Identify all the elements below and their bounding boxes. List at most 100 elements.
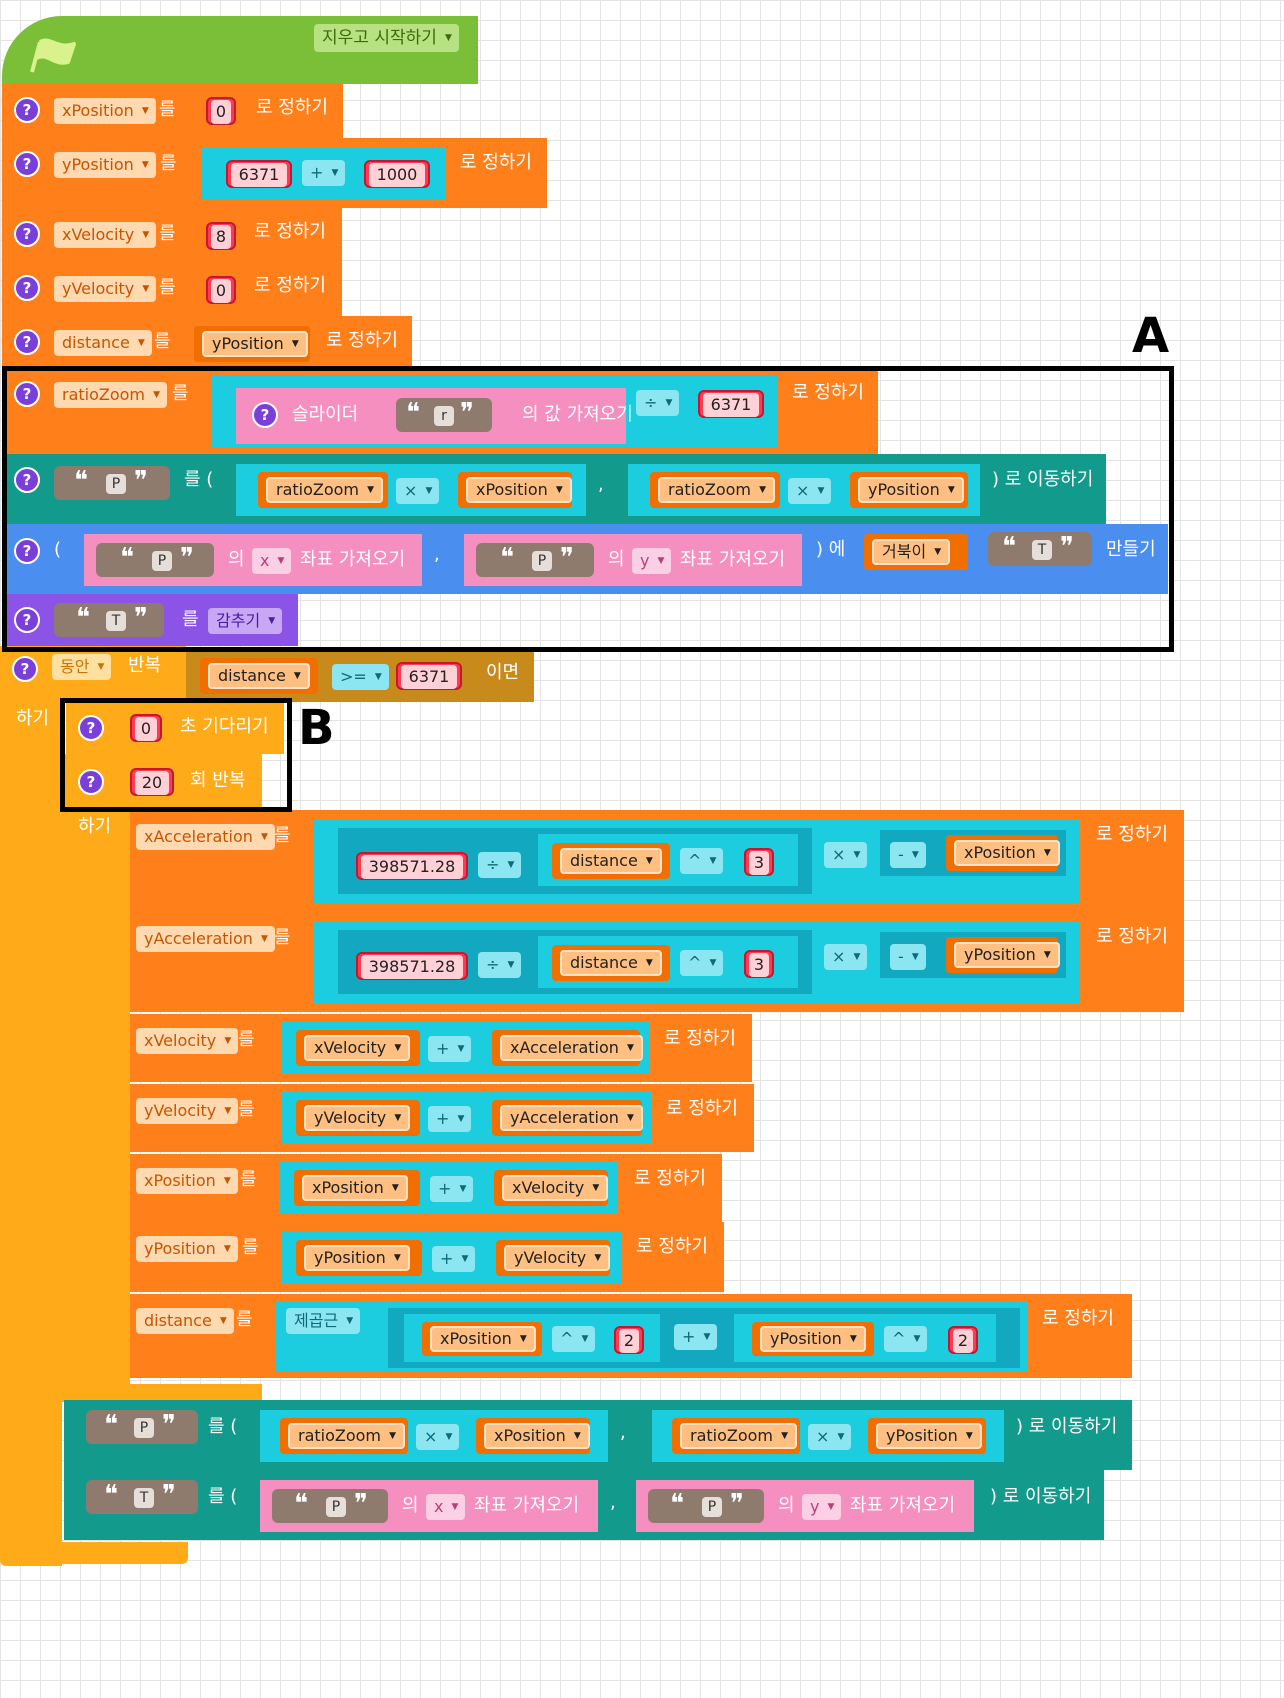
set-xposition-sum-block[interactable]: xPosition 를 xPosition + xVelocity 로 정하기 (130, 1154, 722, 1222)
var-reporter-yposition[interactable]: yPosition (194, 326, 310, 362)
var-dropdown-yacceleration[interactable]: yAcceleration (500, 1105, 643, 1131)
object-type-block[interactable]: 거북이 (864, 534, 968, 570)
var-dropdown-xposition[interactable]: xPosition (136, 1168, 238, 1194)
negate-block[interactable]: - yPosition (880, 932, 1066, 978)
string-literal-p[interactable]: ❝ P ❞ (476, 543, 594, 577)
get-x-coordinate-block[interactable]: ❝ P ❞ 의 x 좌표 가져오기 (84, 534, 422, 586)
set-yacceleration-block[interactable]: yAcceleration 를 398571.28 ÷ distance ^ 3… (130, 912, 1184, 1012)
help-icon[interactable]: ? (14, 607, 40, 633)
math-divide-block[interactable]: 398571.28 ÷ distance ^ 3 (338, 930, 812, 994)
math-add-block[interactable]: yPosition + yVelocity (282, 1232, 622, 1284)
set-yvelocity-sum-block[interactable]: yVelocity 를 yVelocity + yAcceleration 로 … (130, 1084, 754, 1152)
coordinate-dropdown[interactable]: y (632, 548, 672, 574)
operator-dropdown[interactable]: × (808, 1424, 852, 1450)
var-dropdown-xacceleration[interactable]: xAcceleration (136, 824, 275, 850)
math-divide-block[interactable]: ? 슬라이더 ❝ r ❞ 의 값 가져오기 ÷ 6371 (212, 376, 778, 448)
math-power-block[interactable]: xPosition ^ 2 (404, 1314, 660, 1362)
var-reporter-yposition[interactable]: yPosition (868, 1418, 986, 1454)
var-reporter-xposition[interactable]: xPosition (294, 1170, 420, 1206)
number-input[interactable]: 1000 (364, 160, 430, 188)
loop-mode-dropdown[interactable]: 동안 (52, 654, 112, 680)
operator-dropdown[interactable]: + (428, 1036, 472, 1062)
var-reporter-ratiozoom[interactable]: ratioZoom (672, 1418, 800, 1454)
get-y-coordinate-block[interactable]: ❝ P ❞ 의 y 좌표 가져오기 (636, 1480, 974, 1532)
help-icon[interactable]: ? (14, 221, 40, 247)
var-dropdown-yvelocity[interactable]: yVelocity (54, 276, 157, 302)
help-icon[interactable]: ? (14, 151, 40, 177)
number-input[interactable]: 6371 (226, 160, 292, 188)
string-value[interactable]: T (1032, 540, 1052, 560)
var-reporter-yvelocity[interactable]: yVelocity (496, 1240, 611, 1276)
var-reporter-yposition[interactable]: yPosition (752, 1322, 874, 1356)
string-literal-r[interactable]: ❝ r ❞ (396, 398, 492, 432)
string-literal-p[interactable]: ❝ P ❞ (272, 1489, 388, 1523)
var-dropdown-yposition[interactable]: yPosition (954, 942, 1060, 968)
var-dropdown-yvelocity[interactable]: yVelocity (304, 1105, 411, 1131)
coordinate-dropdown[interactable]: x (426, 1494, 466, 1520)
string-value[interactable]: T (134, 1488, 154, 1508)
var-dropdown-yposition[interactable]: yPosition (54, 152, 156, 178)
var-dropdown-xvelocity[interactable]: xVelocity (54, 222, 157, 248)
set-xacceleration-block[interactable]: xAcceleration 를 398571.28 ÷ distance ^ 3… (130, 810, 1184, 912)
number-input[interactable]: 0 (130, 714, 162, 742)
sign-dropdown[interactable]: - (890, 842, 926, 868)
number-input[interactable]: 3 (744, 848, 774, 876)
set-yvelocity-block[interactable]: ? yVelocity 를 0 로 정하기 (2, 262, 342, 316)
var-dropdown-yvelocity[interactable]: yVelocity (504, 1245, 611, 1271)
help-icon[interactable]: ? (14, 275, 40, 301)
help-icon[interactable]: ? (78, 769, 104, 795)
set-xvelocity-block[interactable]: ? xVelocity 를 8 로 정하기 (2, 208, 342, 262)
math-multiply-block[interactable]: ratioZoom × xPosition (236, 464, 586, 516)
var-dropdown-xposition[interactable]: xPosition (484, 1423, 590, 1449)
operator-dropdown[interactable]: × (788, 478, 832, 504)
operator-dropdown[interactable]: + (430, 1176, 474, 1202)
move-point-block-bottom[interactable]: ❝ P ❞ 를 ( ratioZoom × xPosition , ratioZ… (64, 1400, 1132, 1470)
var-dropdown-distance[interactable]: distance (560, 950, 662, 976)
help-icon[interactable]: ? (14, 538, 40, 564)
operator-dropdown[interactable]: + (432, 1246, 476, 1272)
help-icon[interactable]: ? (78, 715, 104, 741)
help-icon[interactable]: ? (14, 97, 40, 123)
slider-value-block[interactable]: ? 슬라이더 ❝ r ❞ 의 값 가져오기 (236, 388, 633, 444)
math-add-block[interactable]: 6371 + 1000 (202, 148, 446, 200)
start-hat-block[interactable]: 지우고 시작하기 (2, 16, 478, 84)
string-value[interactable]: T (106, 611, 126, 631)
while-loop-left-arm[interactable] (0, 646, 62, 1566)
string-value[interactable]: P (702, 1497, 722, 1517)
var-dropdown-xposition[interactable]: xPosition (954, 840, 1060, 866)
help-icon[interactable]: ? (14, 329, 40, 355)
var-dropdown-xacceleration[interactable]: xAcceleration (500, 1035, 643, 1061)
var-reporter-yacceleration[interactable]: yAcceleration (492, 1100, 643, 1136)
number-input[interactable]: 8 (206, 222, 236, 250)
math-power-block[interactable]: distance ^ 3 (538, 936, 798, 988)
set-yposition-sum-block[interactable]: yPosition 를 yPosition + yVelocity 로 정하기 (130, 1222, 724, 1292)
operator-dropdown[interactable]: ^ (680, 848, 724, 874)
visibility-dropdown[interactable]: 감추기 (208, 608, 283, 634)
var-dropdown-xvelocity[interactable]: xVelocity (502, 1175, 609, 1201)
math-add-block[interactable]: xVelocity + xAcceleration (282, 1022, 650, 1074)
operator-dropdown[interactable]: ÷ (636, 390, 680, 416)
string-value[interactable]: P (134, 1418, 154, 1438)
math-multiply-block[interactable]: 398571.28 ÷ distance ^ 3 × - yPosition (314, 922, 1080, 1004)
var-reporter-distance[interactable]: distance (200, 658, 318, 694)
coordinate-dropdown[interactable]: y (802, 1494, 842, 1520)
number-input[interactable]: 2 (614, 1326, 644, 1354)
string-literal-t[interactable]: ❝ T ❞ (54, 603, 164, 637)
string-value[interactable]: P (106, 474, 126, 494)
var-dropdown-xvelocity[interactable]: xVelocity (136, 1028, 239, 1054)
var-dropdown-ratiozoom[interactable]: ratioZoom (288, 1423, 406, 1449)
var-reporter-xposition[interactable]: xPosition (476, 1418, 590, 1454)
number-input[interactable]: 3 (744, 950, 774, 978)
var-reporter-yvelocity[interactable]: yVelocity (296, 1100, 420, 1136)
string-value[interactable]: P (532, 551, 552, 571)
var-reporter-ratiozoom[interactable]: ratioZoom (258, 472, 388, 508)
var-dropdown-ratiozoom[interactable]: ratioZoom (680, 1423, 798, 1449)
var-dropdown-ratiozoom[interactable]: ratioZoom (54, 382, 168, 408)
var-dropdown-yvelocity[interactable]: yVelocity (136, 1098, 239, 1124)
var-reporter-yposition[interactable]: yPosition (946, 937, 1060, 973)
operator-dropdown[interactable]: + (674, 1324, 718, 1350)
math-add-block[interactable]: yVelocity + yAcceleration (282, 1092, 652, 1144)
number-input[interactable]: 2 (948, 1326, 978, 1354)
var-dropdown-xposition[interactable]: xPosition (302, 1175, 408, 1201)
condition-block[interactable]: distance >= 6371 이면 (186, 650, 534, 702)
